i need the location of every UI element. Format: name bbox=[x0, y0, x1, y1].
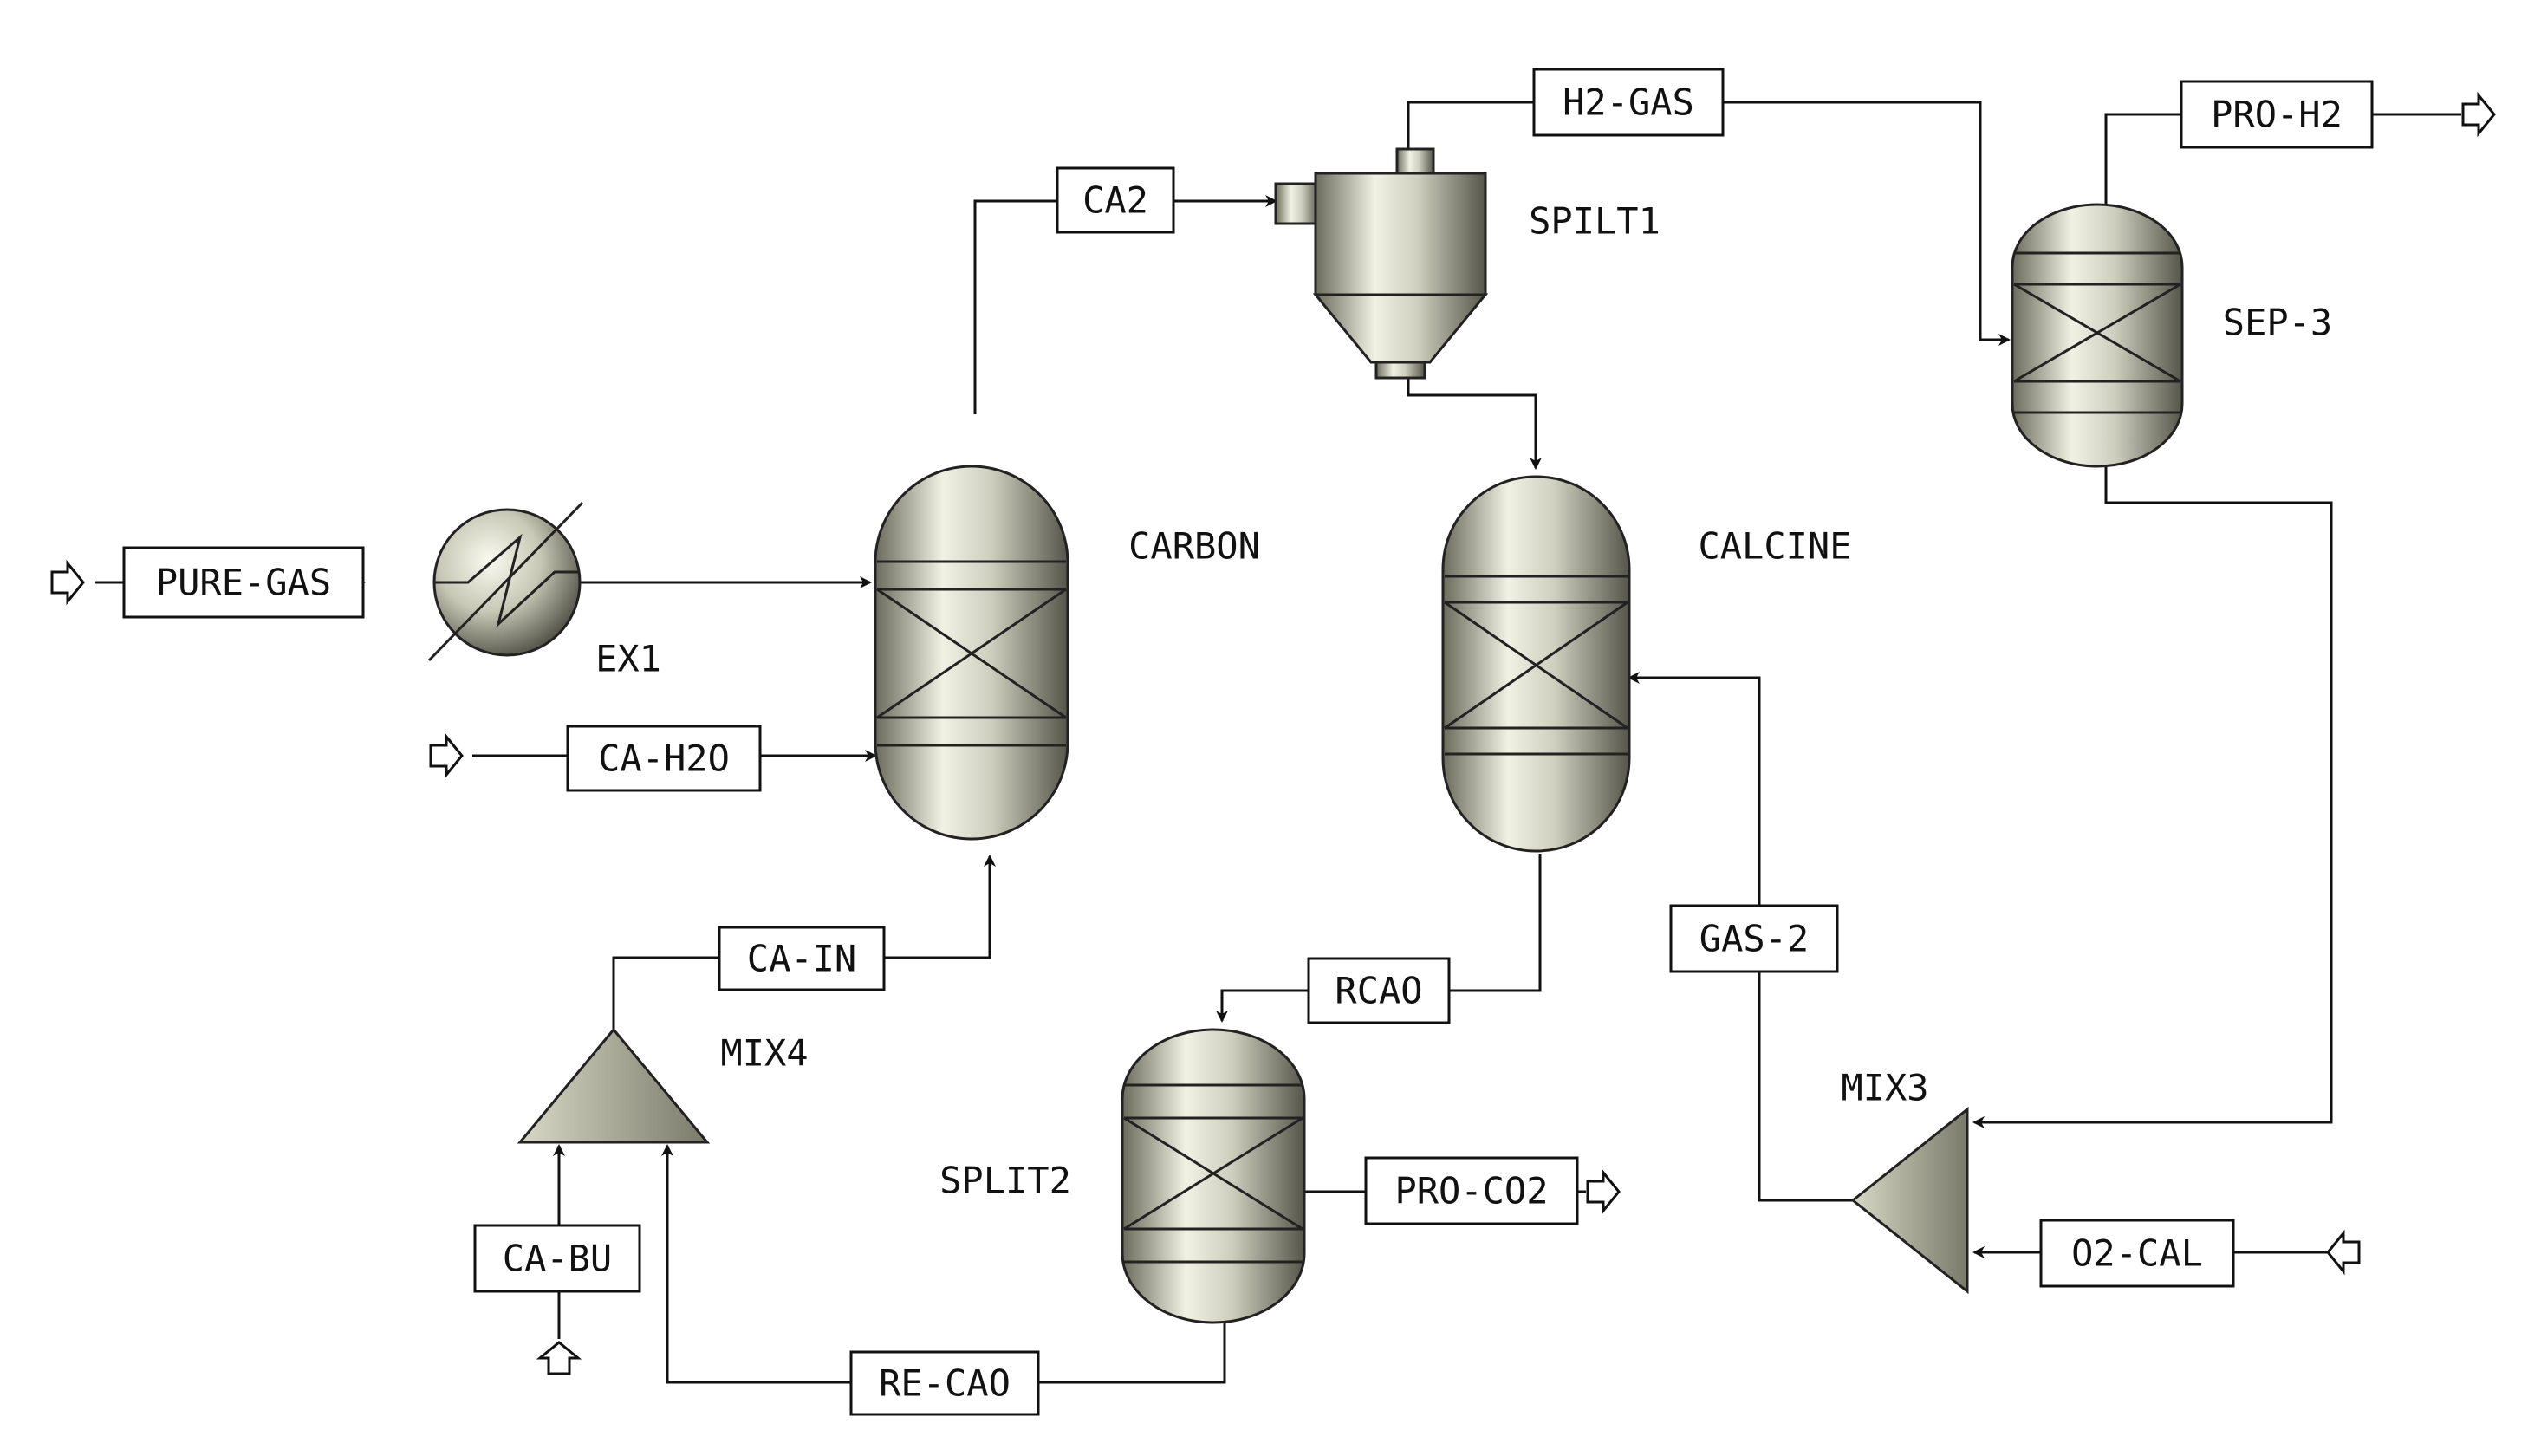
stream-label-ca-in-text: CA-IN bbox=[747, 938, 856, 980]
feed-arrow-pure-gas bbox=[50, 559, 85, 606]
block-label-mix4: MIX4 bbox=[720, 1032, 808, 1075]
stream-label-pro-co2[interactable]: PRO-CO2 bbox=[1364, 1156, 1579, 1225]
block-label-sep3: SEP-3 bbox=[2223, 302, 2332, 344]
line-h2-gas bbox=[1407, 101, 2011, 346]
block-label-split2: SPLIT2 bbox=[939, 1160, 1071, 1202]
stream-label-h2-gas[interactable]: H2-GAS bbox=[1532, 68, 1725, 137]
line-ca2 bbox=[973, 195, 1277, 414]
stream-label-re-cao-text: RE-CAO bbox=[879, 1362, 1011, 1405]
spilt1-cyclone[interactable] bbox=[1274, 147, 1489, 380]
stream-label-ca-h2o[interactable]: CA-H2O bbox=[566, 725, 762, 792]
block-label-mix3: MIX3 bbox=[1841, 1067, 1928, 1109]
mix4-mixer[interactable] bbox=[517, 1027, 711, 1144]
sep3-separator[interactable] bbox=[2011, 203, 2184, 468]
stream-label-ca-bu[interactable]: CA-BU bbox=[473, 1224, 641, 1293]
line-spilt1-calcine bbox=[1407, 377, 1542, 470]
ex1-crossline bbox=[427, 501, 584, 662]
split2-separator[interactable] bbox=[1121, 1028, 1306, 1324]
stream-label-re-cao[interactable]: RE-CAO bbox=[849, 1350, 1040, 1416]
stream-label-h2-gas-text: H2-GAS bbox=[1563, 81, 1694, 124]
product-arrow-pro-co2 bbox=[1586, 1168, 1621, 1215]
block-labels: EX1 CARBON SPILT1 CALCINE SEP-3 MIX4 SPL… bbox=[595, 200, 2332, 1202]
stream-label-pro-h2[interactable]: PRO-H2 bbox=[2180, 80, 2374, 149]
carbon-packing-icon bbox=[876, 560, 1067, 747]
stream-label-pro-h2-text: PRO-H2 bbox=[2211, 94, 2343, 136]
stream-label-ca-h2o-text: CA-H2O bbox=[598, 738, 730, 780]
block-label-carbon: CARBON bbox=[1128, 525, 1260, 568]
ex1-heat-exchanger[interactable] bbox=[427, 501, 584, 662]
split2-packing-icon bbox=[1123, 1083, 1303, 1264]
stream-label-rcao-text: RCAO bbox=[1335, 970, 1422, 1012]
stream-label-rcao[interactable]: RCAO bbox=[1307, 957, 1451, 1024]
feed-product-arrows bbox=[50, 91, 2496, 1375]
calcine-reactor[interactable] bbox=[1441, 475, 1631, 853]
feed-arrow-o2-cal bbox=[2326, 1229, 2361, 1276]
carbon-reactor[interactable] bbox=[874, 465, 1069, 841]
block-label-calcine: CALCINE bbox=[1698, 525, 1851, 568]
stream-label-ca-bu-text: CA-BU bbox=[503, 1238, 612, 1280]
mix3-mixer[interactable] bbox=[1850, 1106, 1969, 1295]
stream-label-o2-cal[interactable]: O2-CAL bbox=[2039, 1219, 2235, 1288]
calcine-packing-icon bbox=[1444, 575, 1628, 756]
stream-label-ca2-text: CA2 bbox=[1082, 179, 1148, 222]
feed-arrow-ca-h2o bbox=[429, 732, 464, 779]
stream-label-pure-gas[interactable]: PURE-GAS bbox=[122, 546, 365, 619]
block-label-ex1: EX1 bbox=[595, 638, 661, 680]
feed-arrow-ca-bu bbox=[536, 1341, 582, 1375]
stream-label-ca2[interactable]: CA2 bbox=[1056, 166, 1175, 234]
ex1-coil-icon bbox=[433, 533, 579, 628]
stream-label-gas-2[interactable]: GAS-2 bbox=[1669, 904, 1839, 973]
stream-label-pure-gas-text: PURE-GAS bbox=[156, 562, 331, 604]
product-arrow-pro-h2 bbox=[2461, 91, 2496, 138]
sep3-packing-icon bbox=[2013, 251, 2181, 414]
stream-label-pro-co2-text: PRO-CO2 bbox=[1394, 1170, 1548, 1212]
line-sep3-mix3 bbox=[1972, 466, 2333, 1128]
stream-label-o2-cal-text: O2-CAL bbox=[2071, 1232, 2203, 1275]
block-label-spilt1: SPILT1 bbox=[1529, 200, 1660, 243]
stream-label-gas-2-text: GAS-2 bbox=[1699, 918, 1809, 960]
stream-label-ca-in[interactable]: CA-IN bbox=[718, 926, 886, 991]
